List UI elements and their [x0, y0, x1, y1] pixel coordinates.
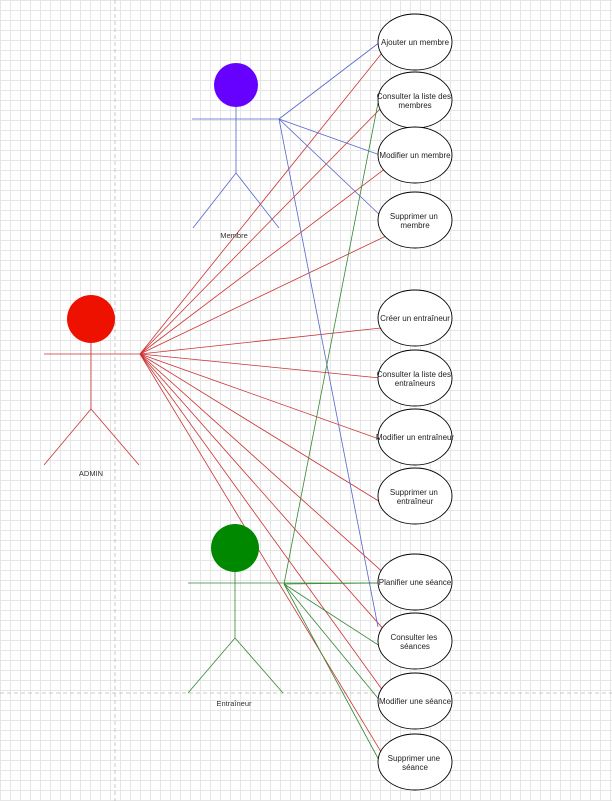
- actor-admin-left-leg: [43, 408, 92, 466]
- use-case-label-line: Consulter les: [391, 633, 438, 642]
- use-cases: Ajouter un membre Consulter la liste des…: [376, 13, 455, 791]
- use-case-label-line: Consulter la liste des: [377, 370, 451, 379]
- actor-admin-head: [67, 295, 115, 343]
- use-case-consulter-entraineurs[interactable]: Consulter la liste des entraîneurs: [377, 349, 454, 407]
- use-case-modifier-seance[interactable]: Modifier une séance: [377, 672, 453, 730]
- use-case-label-line: Supprimer un: [390, 212, 438, 221]
- admin-to-consulter-seances: [139, 353, 387, 633]
- use-case-supprimer-membre[interactable]: Supprimer un membre: [377, 191, 453, 249]
- use-case-label-line: entraîneurs: [395, 379, 435, 388]
- admin-to-consulter-membres: [139, 102, 387, 355]
- use-case-creer-entraineur[interactable]: Créer un entraîneur: [377, 289, 453, 347]
- admin-to-consulter-entraineurs: [139, 353, 381, 379]
- entraineur-to-modifier-seance: [283, 583, 387, 709]
- use-case-modifier-entraineur[interactable]: Modifier un entraîneur: [376, 408, 455, 466]
- svg-text:Ajouter un membre: Ajouter un membre: [381, 38, 450, 47]
- use-case-label-line: Consulter la liste des: [377, 92, 451, 101]
- admin-to-supprimer-entraineur: [139, 353, 386, 506]
- use-case-consulter-membres[interactable]: Consulter la liste des membres: [377, 71, 454, 129]
- use-case-label-line: Modifier une séance: [379, 697, 452, 706]
- use-case-label-line: membres: [398, 101, 431, 110]
- entraineur-associations: [283, 102, 387, 763]
- use-case-supprimer-entraineur[interactable]: Supprimer un entraîneur: [377, 467, 453, 525]
- actor-admin[interactable]: ADMIN: [43, 295, 140, 478]
- svg-text:Modifier un entraîneur: Modifier un entraîneur: [376, 433, 455, 442]
- admin-to-supprimer-seance: [139, 353, 387, 761]
- use-case-label-line: entraîneur: [397, 497, 434, 506]
- svg-text:Planifier une séance: Planifier une séance: [379, 578, 452, 587]
- use-case-label-line: Ajouter un membre: [381, 38, 450, 47]
- svg-text:Supprimer un membre: Supprimer un membre: [390, 212, 440, 230]
- actor-membre[interactable]: Membre: [192, 63, 280, 240]
- actor-entraineur-head: [211, 524, 259, 572]
- use-case-label-line: Modifier un entraîneur: [376, 433, 455, 442]
- use-case-label-line: Supprimer une: [388, 754, 441, 763]
- actor-admin-right-leg: [90, 408, 140, 466]
- actor-admin-label: ADMIN: [79, 469, 103, 478]
- membre-to-ajouter-membre: [278, 41, 381, 120]
- svg-text:Modifier une séance: Modifier une séance: [379, 697, 452, 706]
- svg-text:Supprimer une séance: Supprimer une séance: [388, 754, 443, 772]
- use-case-supprimer-seance[interactable]: Supprimer une séance: [377, 733, 453, 791]
- entraineur-to-supprimer-seance: [283, 583, 381, 763]
- membre-associations: [278, 41, 383, 628]
- admin-to-planifier-seance: [139, 353, 387, 576]
- use-case-label-line: Modifier un membre: [379, 151, 451, 160]
- use-case-label-line: séances: [400, 642, 430, 651]
- membre-to-supprimer-membre: [278, 118, 383, 218]
- svg-text:Consulter la liste des: Consulter la liste des entraîneurs: [377, 370, 454, 388]
- actor-membre-label: Membre: [220, 231, 248, 240]
- admin-to-modifier-seance: [139, 353, 387, 696]
- svg-text:Modifier un membre: Modifier un membre: [379, 151, 451, 160]
- admin-associations: [139, 47, 387, 761]
- use-case-label-line: Supprimer un: [390, 488, 438, 497]
- svg-text:Supprimer un entraîneu: Supprimer un entraîneur: [390, 488, 440, 506]
- svg-text:Créer un entraîneur: Créer un entraîneur: [380, 314, 450, 323]
- svg-text:Consulter la liste des: Consulter la liste des membres: [377, 92, 454, 110]
- actor-entraineur-right-leg: [234, 637, 284, 694]
- admin-to-ajouter-membre: [139, 47, 387, 355]
- actor-entraineur-left-leg: [187, 637, 236, 694]
- actor-entraineur-label: Entraîneur: [216, 699, 252, 708]
- svg-text:Consulter les séances: Consulter les séances: [391, 633, 440, 651]
- use-case-modifier-membre[interactable]: Modifier un membre: [377, 126, 453, 184]
- use-case-label-line: Planifier une séance: [379, 578, 452, 587]
- admin-to-supprimer-membre: [139, 235, 387, 355]
- actor-membre-left-leg: [192, 172, 237, 229]
- membre-to-modifier-membre: [278, 118, 381, 156]
- admin-to-modifier-membre: [139, 167, 387, 355]
- entraineur-to-consulter-membres: [283, 102, 379, 585]
- use-case-label-line: membre: [400, 221, 430, 230]
- use-case-label-line: séance: [402, 763, 428, 772]
- use-case-planifier-seance[interactable]: Planifier une séance: [377, 553, 453, 611]
- membre-to-consulter-seances: [278, 118, 379, 628]
- admin-to-modifier-entraineur: [139, 353, 383, 441]
- admin-to-creer-entraineur: [139, 327, 382, 355]
- use-case-ajouter-membre[interactable]: Ajouter un membre: [377, 13, 453, 71]
- actor-entraineur[interactable]: Entraîneur: [187, 524, 378, 708]
- actor-membre-head: [214, 63, 258, 107]
- use-case-consulter-seances[interactable]: Consulter les séances: [377, 612, 453, 670]
- entraineur-to-consulter-seances: [283, 583, 387, 651]
- actor-membre-right-leg: [235, 172, 280, 229]
- use-case-label-line: Créer un entraîneur: [380, 314, 450, 323]
